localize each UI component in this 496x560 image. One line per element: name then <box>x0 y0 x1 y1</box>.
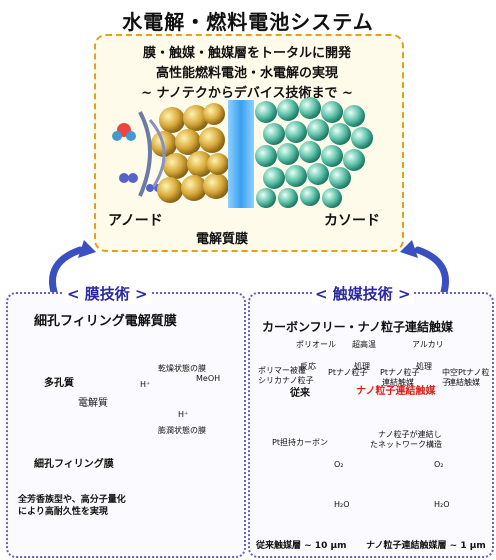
membrane-panel-title: < 膜技術 > <box>64 283 151 304</box>
anode-label: アノード <box>108 213 163 229</box>
catalyst-subtitle: カーボンフリー・ナノ粒子連結触媒 <box>262 320 454 334</box>
step-6b: 処理 <box>416 362 432 371</box>
top-line-2: 高性能燃料電池・水電解の実現 <box>155 66 338 81</box>
layer-nano: ナノ粒子連結触媒層 ~ 1 μm <box>366 541 486 551</box>
step-5b: 連結触媒 <box>382 378 414 387</box>
top-line-1: 膜・触媒・触媒層をトータルに開発 <box>142 46 351 61</box>
meoh-label: MeOH <box>196 374 221 383</box>
layer-conventional: 従来触媒層 ~ 10 μm <box>256 541 347 551</box>
network-line-2: たネットワーク構造 <box>370 440 442 449</box>
hplus-top: H⁺ <box>140 380 151 389</box>
step-7a: 中空Ptナノ粒子 <box>442 368 490 387</box>
h2o-left: H₂O <box>334 500 350 509</box>
pt-carbon-label: Pt担持カーボン <box>272 438 328 447</box>
o2-left: O₂ <box>334 460 344 469</box>
nano-catalyst-red: ナノ粒子連結触媒 <box>356 386 436 397</box>
membrane-panel <box>6 292 246 558</box>
h2o-right: H₂O <box>434 500 450 509</box>
top-line-3: ~ ナノテクからデバイス技術まで ~ <box>141 86 353 101</box>
catalyst-panel <box>248 292 494 558</box>
membrane-label: 電解質膜 <box>196 232 249 247</box>
hplus-bottom: H⁺ <box>178 410 189 419</box>
membrane-subtitle: 細孔フィリング電解質膜 <box>34 314 177 329</box>
electrolyte-label: 電解質 <box>78 398 108 409</box>
note-line-2: により高耐久性を実現 <box>18 507 108 517</box>
porous-label: 多孔質 <box>44 378 74 389</box>
step-4b: 処理 <box>354 362 370 371</box>
dry-state-label: 乾燥状態の膜 <box>158 364 206 373</box>
step-4a: 超高温 <box>352 340 376 349</box>
mea-illustration <box>112 97 373 208</box>
cathode-label: カソード <box>324 213 380 229</box>
o2-right: O₂ <box>434 460 444 469</box>
network-line-1: ナノ粒子が連結し <box>378 430 442 439</box>
step-1b: シリカナノ粒子 <box>258 376 314 385</box>
step-5a: Ptナノ粒子 <box>380 368 420 377</box>
curved-arrows <box>49 246 449 296</box>
step-3: Ptナノ粒子 <box>328 368 368 377</box>
swollen-state-label: 膨潤状態の膜 <box>158 426 206 435</box>
conventional-label: 従来 <box>290 388 310 399</box>
step-6a: アルカリ <box>412 340 444 349</box>
step-7b: 連結触媒 <box>448 378 480 387</box>
step-2a: ポリオール <box>296 340 336 349</box>
page-title: 水電解・燃料電池システム <box>122 10 374 34</box>
step-2b: 反応 <box>300 362 316 371</box>
filled-membrane-label: 細孔フィリング膜 <box>34 459 114 470</box>
step-1a: ポリマー被覆 <box>258 366 306 375</box>
note-line-1: 全芳香族型や、高分子量化 <box>18 495 126 505</box>
catalyst-panel-title: < 触媒技術 > <box>312 283 414 304</box>
